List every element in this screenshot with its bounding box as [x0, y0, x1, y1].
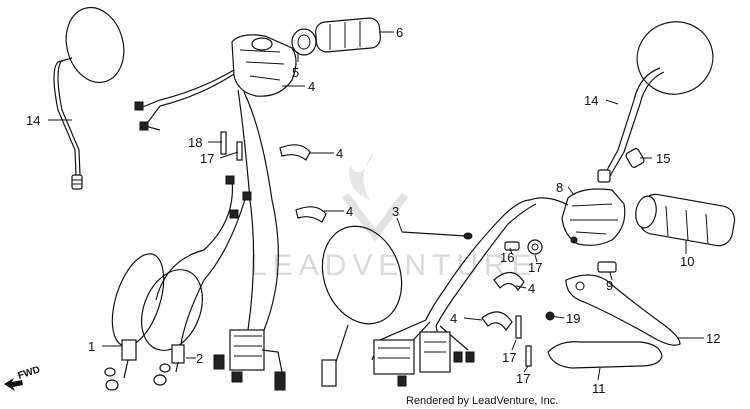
mirror-adaptor: [625, 148, 645, 168]
callout-14-right: 14: [584, 93, 598, 108]
callout-1: 1: [88, 339, 95, 354]
callout-15: 15: [656, 151, 670, 166]
right-wiring: [371, 199, 537, 387]
callout-18: 18: [188, 135, 202, 150]
credit-text: Rendered by LeadVenture, Inc.: [406, 395, 558, 407]
left-grip: [291, 17, 381, 56]
callout-10: 10: [680, 254, 694, 269]
right-grip: [635, 193, 736, 247]
fwd-indicator: FWD: [4, 364, 42, 391]
callout-12: 12: [706, 331, 720, 346]
callout-11: 11: [592, 381, 606, 396]
callout-19: 19: [566, 311, 580, 326]
fwd-label: FWD: [17, 364, 42, 382]
wire-clamps: [279, 144, 525, 332]
callout-5: 4: [308, 79, 315, 94]
leader-lines: [48, 31, 704, 381]
callout-4-d: 4: [450, 311, 457, 326]
right-mirror: [597, 21, 714, 183]
callout-13: 16: [500, 250, 514, 265]
callout-2: 2: [196, 351, 203, 366]
callout-4-b: 4: [346, 204, 353, 219]
left-switch-housing: [134, 34, 297, 391]
callout-14-left: 14: [26, 113, 40, 128]
callout-16: 17: [528, 260, 542, 275]
callout-17-mid: 17: [502, 350, 516, 365]
callout-8: 5: [292, 65, 299, 80]
callout-4-c: 4: [528, 281, 535, 296]
callout-6: 8: [556, 180, 563, 195]
brake-lever: [565, 274, 681, 346]
right-switch-housing: [529, 188, 626, 246]
left-screws: [220, 131, 243, 161]
throttle-cable: [321, 225, 473, 387]
lever-cover: [547, 341, 663, 369]
callout-3: 3: [392, 204, 399, 219]
fwd-arrow-icon: [4, 378, 23, 391]
callout-17-low: 17: [516, 371, 530, 386]
callouts: 6 5 4 14 18 17 4 4 3 1 2 14 15 8 16 17 1…: [26, 25, 720, 396]
callout-17-top: 17: [200, 151, 214, 166]
callout-7: 9: [606, 278, 613, 293]
callout-4-a: 4: [336, 146, 343, 161]
small-hardware: [504, 239, 617, 367]
left-cables: [104, 175, 252, 391]
left-mirror: [53, 6, 125, 190]
callout-9: 6: [396, 25, 403, 40]
